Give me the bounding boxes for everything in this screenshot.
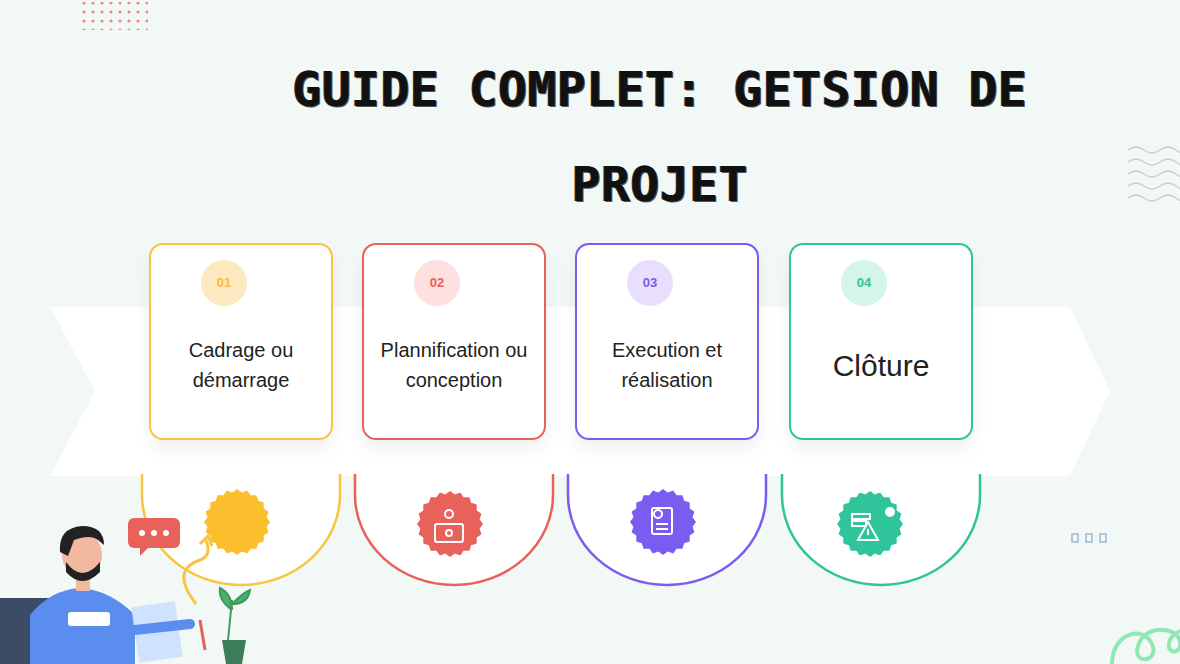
step-number: 03 bbox=[627, 260, 673, 306]
u-shapes bbox=[142, 474, 980, 585]
icon-group bbox=[204, 489, 903, 557]
starburst-icon bbox=[417, 491, 483, 557]
step-number: 04 bbox=[841, 260, 887, 306]
phase-card: 03Execution et réalisation bbox=[575, 243, 759, 440]
step-label: Execution et réalisation bbox=[607, 335, 727, 395]
starburst-icon bbox=[630, 489, 696, 555]
phase-card: 02Plannification ou conception bbox=[362, 243, 546, 440]
starburst-icon bbox=[204, 489, 270, 555]
squares bbox=[1072, 534, 1106, 542]
title: GUIDE COMPLET: GETSION DE PROJET bbox=[280, 42, 1040, 232]
step-number: 01 bbox=[201, 260, 247, 306]
phase-card: 04Clôture bbox=[789, 243, 973, 440]
icon-details bbox=[435, 508, 894, 542]
person-illustration bbox=[0, 518, 250, 664]
step-number: 02 bbox=[414, 260, 460, 306]
dot-grid bbox=[82, 2, 148, 30]
squiggle bbox=[1112, 630, 1180, 664]
starburst-icon bbox=[837, 491, 903, 557]
step-label: Plannification ou conception bbox=[374, 335, 534, 395]
phase-card: 01Cadrage ou démarrage bbox=[149, 243, 333, 440]
step-label: Clôture bbox=[801, 343, 961, 388]
wavy-lines bbox=[1128, 147, 1180, 201]
step-label: Cadrage ou démarrage bbox=[166, 335, 316, 395]
